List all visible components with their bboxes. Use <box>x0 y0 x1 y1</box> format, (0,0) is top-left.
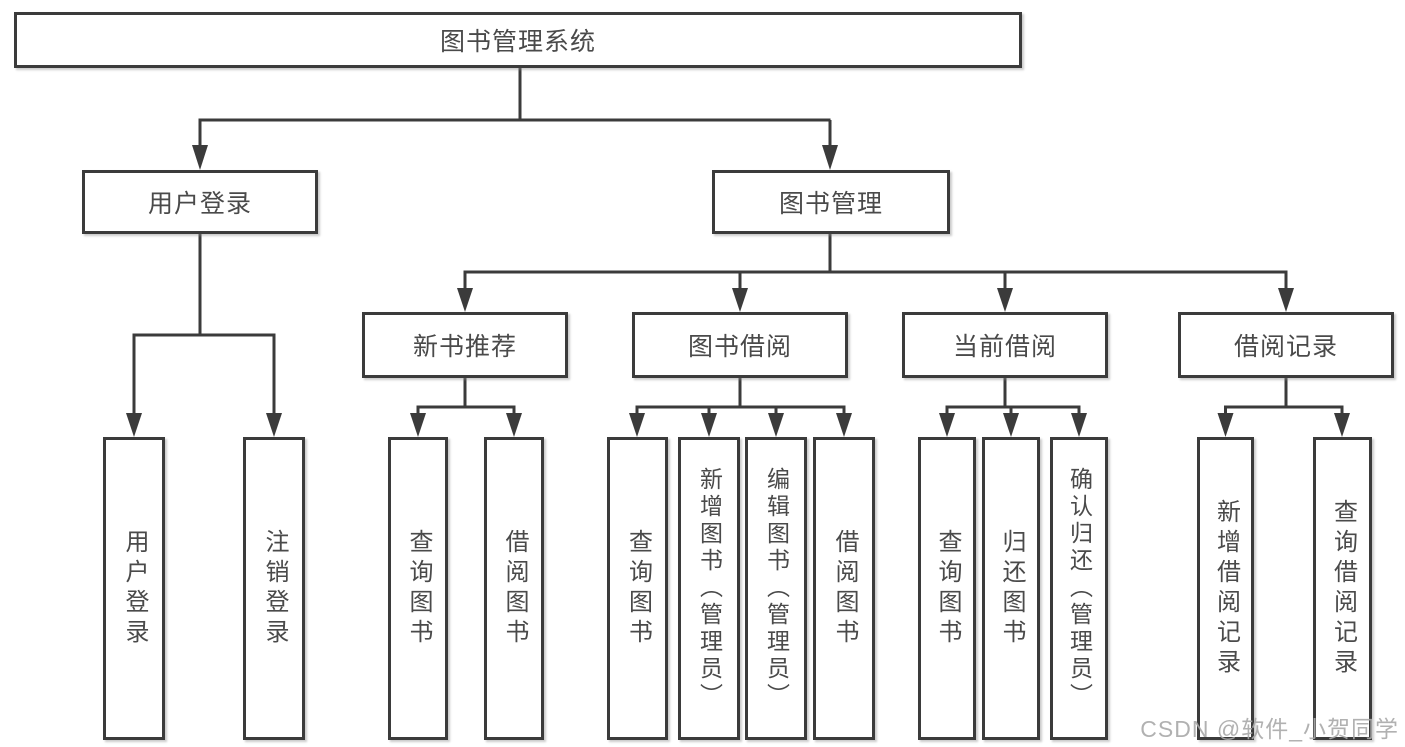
node-library-management-system: 图书管理系统 <box>14 12 1022 68</box>
node-label: 图书管理系统 <box>439 28 596 56</box>
leaf-label: 新增借阅记录 <box>1212 498 1240 679</box>
node-label: 用户登录 <box>147 190 252 218</box>
leaf-query-books: 查询图书 <box>607 437 668 740</box>
node-label: 图书借阅 <box>687 333 792 361</box>
leaf-label: 查询图书 <box>405 528 432 649</box>
connector-current-group <box>939 378 1087 437</box>
arrowhead-user-login <box>192 145 208 170</box>
leaf-label: 用户登录 <box>121 528 148 649</box>
node-label: 借阅记录 <box>1233 333 1338 361</box>
arrowhead-leaf <box>1071 413 1087 437</box>
arrowhead-leaf <box>126 413 142 437</box>
connector-records-group <box>1217 378 1350 437</box>
node-book-management: 图书管理 <box>712 170 950 234</box>
arrowhead-leaf <box>629 413 645 437</box>
arrowhead-current-borrowing <box>997 288 1013 312</box>
leaf-add-books-admin: 新增图书（管理员） <box>678 437 740 740</box>
connector-login-group <box>126 234 282 437</box>
leaf-label: 借阅图书 <box>831 528 858 649</box>
leaf-label: 归还图书 <box>998 528 1025 649</box>
connector-root-to-level2 <box>192 66 838 170</box>
arrowhead-book-borrowing <box>732 288 748 312</box>
leaf-query-borrow-record: 查询借阅记录 <box>1313 437 1372 740</box>
node-label: 当前借阅 <box>952 333 1057 361</box>
node-label: 新书推荐 <box>412 333 517 361</box>
node-current-borrowing: 当前借阅 <box>902 312 1108 378</box>
arrowhead-new-books <box>457 288 473 312</box>
node-book-borrowing: 图书借阅 <box>632 312 848 378</box>
connector-newbook-group <box>410 378 522 437</box>
leaf-label: 新增图书（管理员） <box>696 467 723 710</box>
leaf-label: 查询图书 <box>624 528 652 649</box>
arrowhead-leaf <box>266 413 282 437</box>
leaf-label: 编辑图书（管理员） <box>763 467 790 710</box>
leaf-logout: 注销登录 <box>243 437 305 740</box>
leaf-edit-books-admin: 编辑图书（管理员） <box>745 437 807 740</box>
leaf-query-books: 查询图书 <box>918 437 976 740</box>
arrowhead-leaf <box>1003 413 1019 437</box>
csdn-watermark: CSDN @软件_小贺同学 <box>1140 716 1399 742</box>
leaf-query-books: 查询图书 <box>388 437 448 740</box>
leaf-confirm-return-admin: 确认归还（管理员） <box>1050 437 1108 740</box>
arrowhead-leaf <box>1334 413 1350 437</box>
arrowhead-leaf <box>836 413 852 437</box>
arrowhead-leaf <box>939 413 955 437</box>
leaf-label: 注销登录 <box>261 528 288 649</box>
arrowhead-leaf <box>1217 413 1234 437</box>
leaf-return-books: 归还图书 <box>982 437 1040 740</box>
arrowhead-leaf <box>701 413 717 437</box>
leaf-user-login: 用户登录 <box>103 437 165 740</box>
leaf-borrow-books: 借阅图书 <box>484 437 544 740</box>
arrowhead-leaf <box>410 413 426 437</box>
leaf-borrow-books: 借阅图书 <box>813 437 875 740</box>
leaf-label: 查询借阅记录 <box>1329 498 1357 679</box>
arrowhead-book-management <box>822 145 838 170</box>
leaf-add-borrow-record: 新增借阅记录 <box>1197 437 1254 740</box>
connector-borrow-group <box>629 378 852 437</box>
arrowhead-leaf <box>506 413 522 437</box>
leaf-label: 确认归还（管理员） <box>1066 467 1093 710</box>
connector-management-to-level3 <box>457 234 1294 312</box>
node-new-book-recommend: 新书推荐 <box>362 312 568 378</box>
node-user-login: 用户登录 <box>82 170 318 234</box>
leaf-label: 查询图书 <box>934 528 961 649</box>
node-borrowing-records: 借阅记录 <box>1178 312 1394 378</box>
leaf-label: 借阅图书 <box>501 528 528 649</box>
node-label: 图书管理 <box>778 190 883 218</box>
arrowhead-leaf <box>768 413 784 437</box>
arrowhead-borrowing-records <box>1278 288 1294 312</box>
